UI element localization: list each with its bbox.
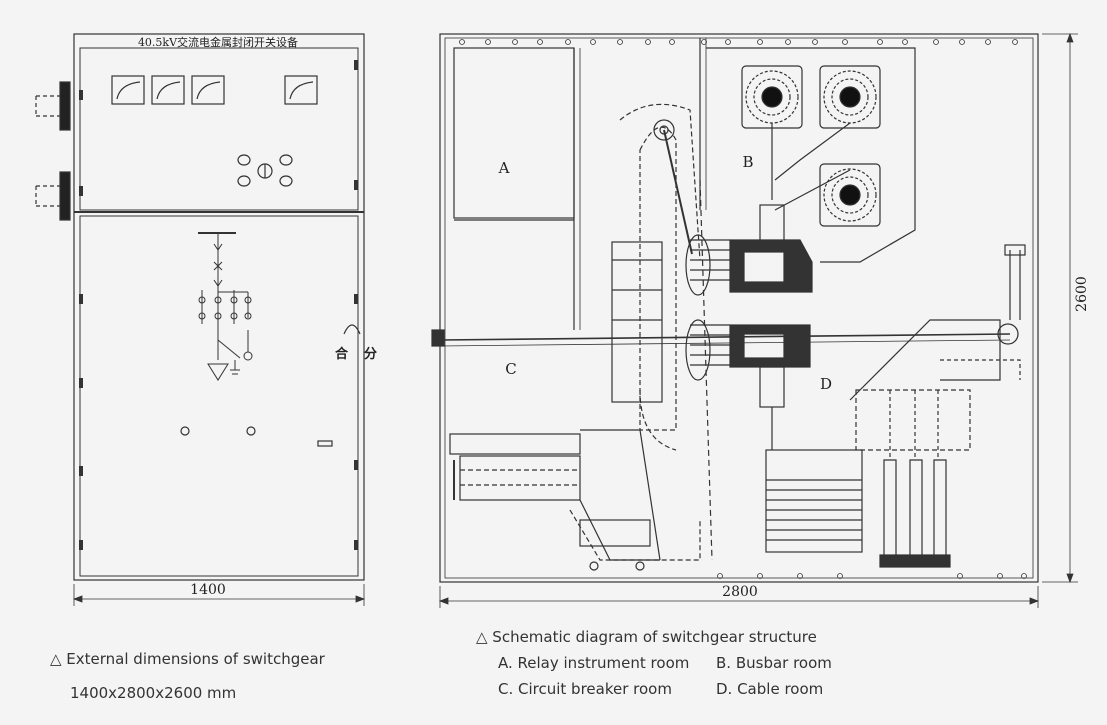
handle-icon xyxy=(343,324,361,335)
indicator-light xyxy=(246,426,256,436)
busbar-room xyxy=(706,47,916,263)
section-width-label: 2800 xyxy=(722,584,758,600)
meter-icon xyxy=(111,75,318,105)
circuit-breaker xyxy=(569,103,713,561)
caption-external-dimensions: △ External dimensions of switchgear xyxy=(50,650,325,668)
section-view xyxy=(431,32,1078,608)
section-height-label: 2600 xyxy=(1074,276,1090,312)
knob-icon xyxy=(237,154,293,187)
close-label: 合 xyxy=(335,346,349,362)
open-label: 分 xyxy=(364,346,377,362)
indicator-slot xyxy=(317,440,333,447)
width-dimension-section xyxy=(438,586,1040,608)
front-width-label: 1400 xyxy=(190,582,226,598)
cable-room xyxy=(765,244,1026,568)
caption-room-d: D. Cable room xyxy=(716,680,824,698)
caption-dimension-value: 1400x2800x2600 mm xyxy=(70,684,237,702)
bushing-icon xyxy=(685,204,813,408)
room-label-b: B xyxy=(742,153,753,171)
width-dimension-front xyxy=(72,584,366,606)
caption-room-b: B. Busbar room xyxy=(716,654,832,672)
front-view xyxy=(35,33,366,606)
truck-icon xyxy=(449,429,661,571)
height-dimension-section xyxy=(1042,32,1078,584)
mimic-diagram xyxy=(198,232,253,381)
front-panel-title: 40.5kV交流电金属封闭开关设备 xyxy=(138,35,298,49)
room-label-a: A xyxy=(498,159,510,177)
hinge-icon xyxy=(79,60,358,550)
room-label-c: C xyxy=(505,360,516,378)
side-handle-icon xyxy=(35,81,71,221)
caption-structure-title: △ Schematic diagram of switchgear struct… xyxy=(476,628,817,646)
bolt-row xyxy=(459,39,1027,579)
caption-room-c: C. Circuit breaker room xyxy=(498,680,672,698)
room-label-d: D xyxy=(820,375,832,393)
relay-room xyxy=(453,47,575,219)
caption-room-a: A. Relay instrument room xyxy=(498,654,690,672)
busbar-icon xyxy=(741,65,881,227)
indicator-light xyxy=(180,426,190,436)
